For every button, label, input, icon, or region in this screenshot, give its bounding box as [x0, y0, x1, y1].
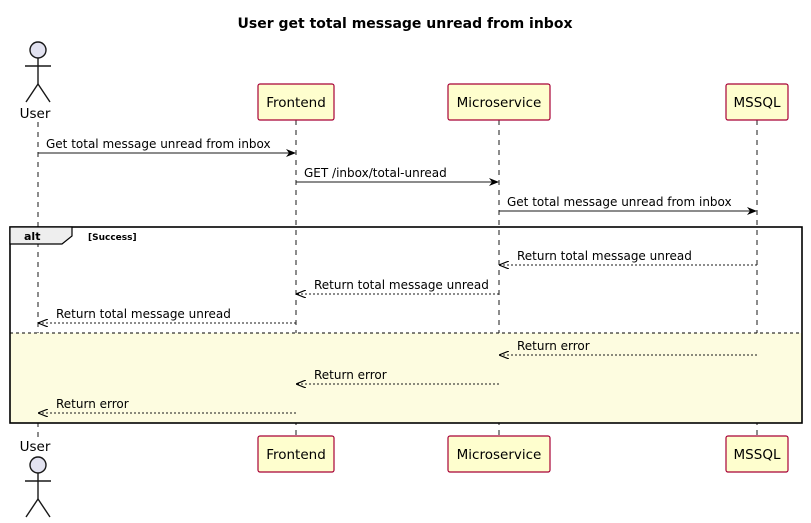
- alt-label-tab: [9, 226, 73, 245]
- message-label: Return error: [517, 339, 590, 353]
- participant-box: [447, 83, 551, 121]
- participant-mssql-bottom: MSSQL: [725, 435, 789, 473]
- participant-box: [725, 435, 789, 473]
- message-label: Return total message unread: [56, 307, 231, 321]
- actor-label-bottom: User: [20, 439, 51, 455]
- actor-leg-right: [37, 498, 51, 518]
- participant-microservice-top: Microservice: [447, 83, 551, 121]
- participant-frontend-bottom: Frontend: [257, 435, 335, 473]
- alt-fragment: alt [Success]: [9, 226, 803, 424]
- message-0: Get total message unread from inbox: [38, 137, 296, 157]
- actor-leg-left: [25, 83, 39, 103]
- participant-label: Frontend: [266, 447, 326, 463]
- actor-icon: [25, 456, 51, 518]
- participant-label: MSSQL: [734, 95, 781, 111]
- message-label: Return total message unread: [517, 249, 692, 263]
- message-else-1: Return error: [297, 368, 499, 384]
- message-label: Return total message unread: [314, 278, 489, 292]
- participant-box: [257, 435, 335, 473]
- alt-else-region: [10, 333, 802, 423]
- actor-icon: [25, 41, 51, 103]
- participant-mssql-top: MSSQL: [725, 83, 789, 121]
- message-else-2: Return error: [39, 397, 296, 413]
- actor-label-top: User: [20, 106, 51, 122]
- actor-leg-left: [25, 498, 39, 518]
- message-label: Get total message unread from inbox: [46, 137, 271, 151]
- participant-microservice-bottom: Microservice: [447, 435, 551, 473]
- participant-box: [725, 83, 789, 121]
- message-2: Get total message unread from inbox: [499, 195, 757, 215]
- message-success-2: Return total message unread: [39, 307, 296, 323]
- participant-label: MSSQL: [734, 447, 781, 463]
- actor-head: [29, 456, 47, 474]
- alt-condition: [Success]: [88, 233, 137, 243]
- participant-box: [257, 83, 335, 121]
- message-label: Get total message unread from inbox: [507, 195, 732, 209]
- message-success-1: Return total message unread: [297, 278, 499, 294]
- alt-fragment-frame: [9, 226, 803, 424]
- actor-head: [29, 41, 47, 59]
- participant-heads: UserUserFrontendFrontendMicroserviceMicr…: [20, 41, 789, 518]
- message-label: GET /inbox/total-unread: [304, 166, 447, 180]
- diagram-title: User get total message unread from inbox: [238, 16, 573, 32]
- alt-keyword: alt: [24, 230, 40, 243]
- message-success-0: Return total message unread: [500, 249, 757, 265]
- message-label: Return error: [314, 368, 387, 382]
- message-label: Return error: [56, 397, 129, 411]
- message-else-0: Return error: [500, 339, 757, 355]
- participant-label: Microservice: [457, 95, 542, 111]
- message-1: GET /inbox/total-unread: [296, 166, 499, 186]
- participant-box: [447, 435, 551, 473]
- participant-label: Microservice: [457, 447, 542, 463]
- actor-leg-right: [37, 83, 51, 103]
- participant-frontend-top: Frontend: [257, 83, 335, 121]
- participant-label: Frontend: [266, 95, 326, 111]
